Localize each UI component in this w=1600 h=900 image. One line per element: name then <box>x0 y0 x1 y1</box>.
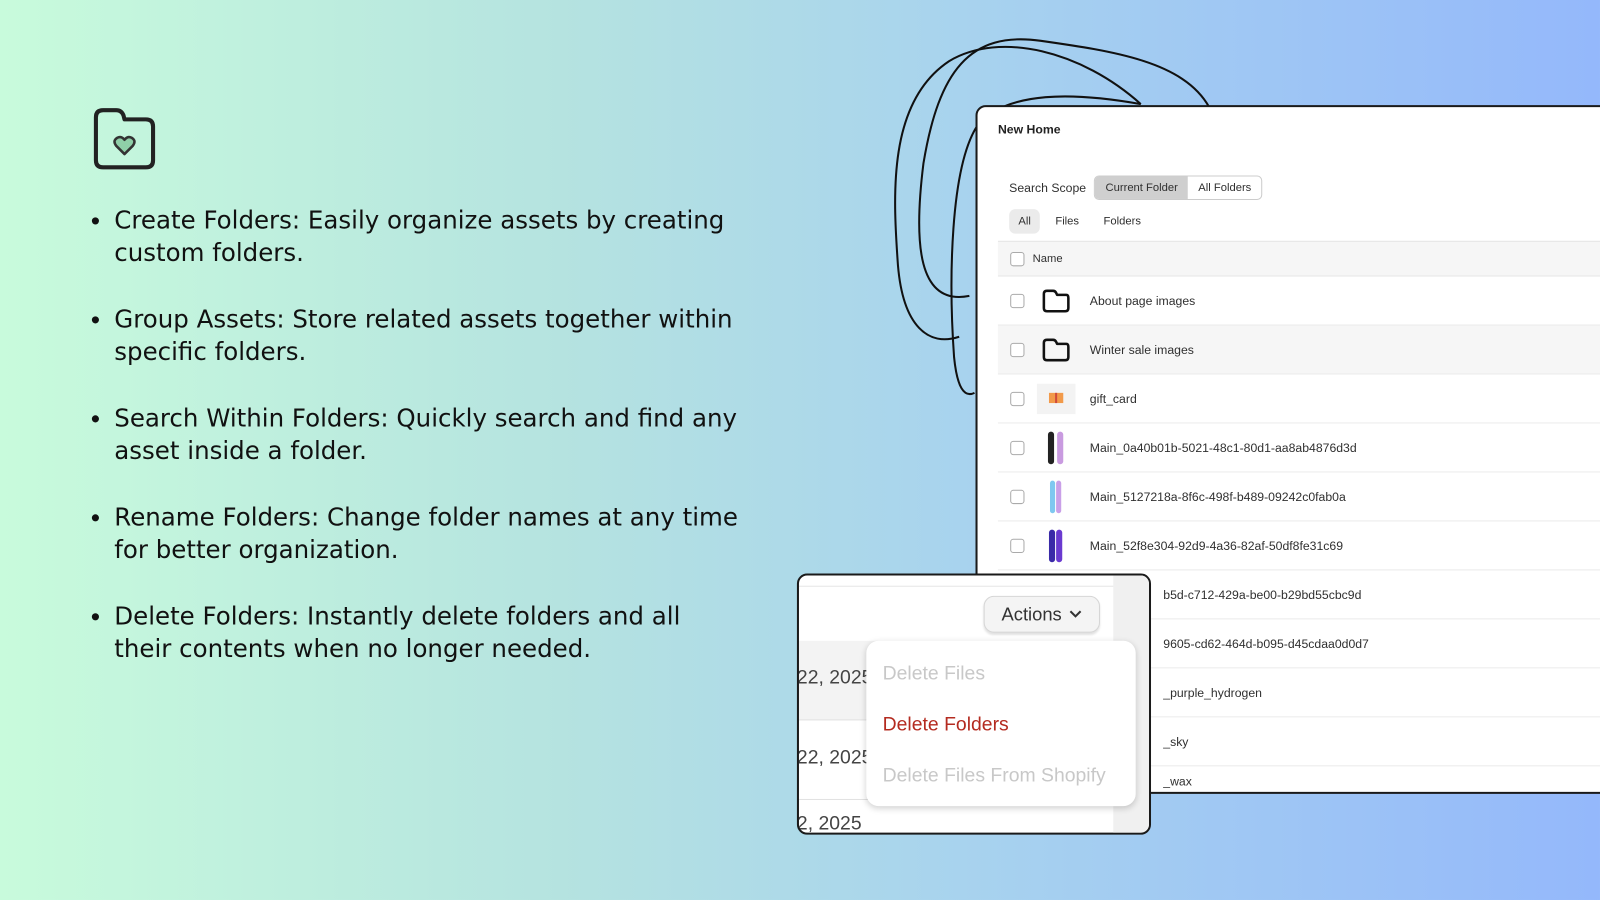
row-checkbox[interactable] <box>1010 342 1025 357</box>
folder-icon <box>1037 285 1076 316</box>
date-cell: 22, 2025 <box>796 746 873 769</box>
page-title: New Home <box>997 122 1061 137</box>
row-checkbox[interactable] <box>1010 391 1025 406</box>
folder-icon <box>1037 334 1076 365</box>
actions-menu: Delete Files Delete Folders Delete Files… <box>866 640 1136 807</box>
filter-tabs: All Files Folders <box>1009 209 1156 234</box>
feature-list: Create Folders: Easily organize assets b… <box>91 204 745 699</box>
row-checkbox[interactable] <box>1010 293 1025 308</box>
chevron-down-icon <box>1069 610 1081 618</box>
table-row[interactable]: Main_52f8e304-92d9-4a36-82af-50df8fe31c6… <box>997 521 1600 571</box>
table-row[interactable]: gift_card <box>997 374 1600 424</box>
tab-files[interactable]: Files <box>1055 215 1080 228</box>
table-row[interactable]: 9605-cd62-464d-b095-d45cdaa0d0d7 <box>997 619 1600 669</box>
scope-current-folder-button[interactable]: Current Folder <box>1095 176 1189 199</box>
tab-folders[interactable]: Folders <box>1103 215 1141 228</box>
column-name-header[interactable]: Name <box>1032 252 1063 265</box>
image-thumbnail <box>1037 529 1076 562</box>
date-cell: 2, 2025 <box>796 813 862 835</box>
image-thumbnail <box>1037 480 1076 513</box>
table-row[interactable]: b5d-c712-429a-be00-b29bd55cbc9d <box>997 570 1600 620</box>
file-name: b5d-c712-429a-be00-b29bd55cbc9d <box>1163 587 1362 602</box>
file-name: _wax <box>1163 774 1192 789</box>
image-thumbnail <box>1037 431 1076 464</box>
table-row[interactable]: About page images <box>997 277 1600 326</box>
feature-item: Create Folders: Easily organize assets b… <box>91 204 745 269</box>
menu-item-delete-files-from-shopify[interactable]: Delete Files From Shopify <box>882 765 1106 787</box>
search-scope: Search Scope Current Folder All Folders <box>1009 175 1263 200</box>
file-name: _sky <box>1163 734 1189 749</box>
table-row[interactable]: _wax <box>998 766 1600 792</box>
table-row[interactable]: Main_5127218a-8f6c-498f-b489-09242c0fab0… <box>997 472 1600 522</box>
file-name: 9605-cd62-464d-b095-d45cdaa0d0d7 <box>1163 636 1369 651</box>
file-name: Main_52f8e304-92d9-4a36-82af-50df8fe31c6… <box>1089 538 1344 553</box>
select-all-checkbox[interactable] <box>1010 251 1025 266</box>
image-thumbnail <box>1036 383 1076 414</box>
feature-item: Rename Folders: Change folder names at a… <box>91 501 745 566</box>
row-checkbox[interactable] <box>1010 538 1025 553</box>
actions-button[interactable]: Actions <box>983 595 1100 633</box>
table-row[interactable]: Main_0a40b01b-5021-48c1-80d1-aa8ab4876d3… <box>997 423 1600 473</box>
scope-toggle: Current Folder All Folders <box>1094 175 1263 200</box>
decorative-scribble <box>894 38 1211 396</box>
feature-item: Delete Folders: Instantly delete folders… <box>91 600 745 665</box>
table-row[interactable]: _purple_hydrogen <box>997 668 1600 718</box>
menu-item-delete-folders[interactable]: Delete Folders <box>882 714 1009 736</box>
file-name: Winter sale images <box>1089 342 1194 357</box>
table-header: Name <box>997 240 1600 277</box>
menu-item-delete-files[interactable]: Delete Files <box>882 663 986 685</box>
row-checkbox[interactable] <box>1010 440 1025 455</box>
table-row[interactable]: Winter sale images <box>997 325 1600 375</box>
feature-item: Search Within Folders: Quickly search an… <box>91 402 745 467</box>
date-cell: 22, 2025 <box>796 667 873 689</box>
file-name: Main_0a40b01b-5021-48c1-80d1-aa8ab4876d3… <box>1089 440 1357 455</box>
file-name: gift_card <box>1089 391 1137 406</box>
scope-all-folders-button[interactable]: All Folders <box>1198 181 1252 194</box>
tab-all[interactable]: All <box>1009 209 1041 234</box>
folder-heart-icon <box>93 108 156 170</box>
search-scope-label: Search Scope <box>1009 180 1087 195</box>
table-row[interactable]: _sky <box>997 717 1600 767</box>
file-name: About page images <box>1089 293 1196 308</box>
feature-item: Group Assets: Store related assets toget… <box>91 303 745 368</box>
row-checkbox[interactable] <box>1010 489 1025 504</box>
actions-label: Actions <box>1001 603 1062 624</box>
actions-popup: 22, 2025 22, 2025 2, 2025 Actions Delete… <box>796 573 1152 835</box>
file-name: Main_5127218a-8f6c-498f-b489-09242c0fab0… <box>1089 489 1346 504</box>
file-name: _purple_hydrogen <box>1163 685 1262 700</box>
